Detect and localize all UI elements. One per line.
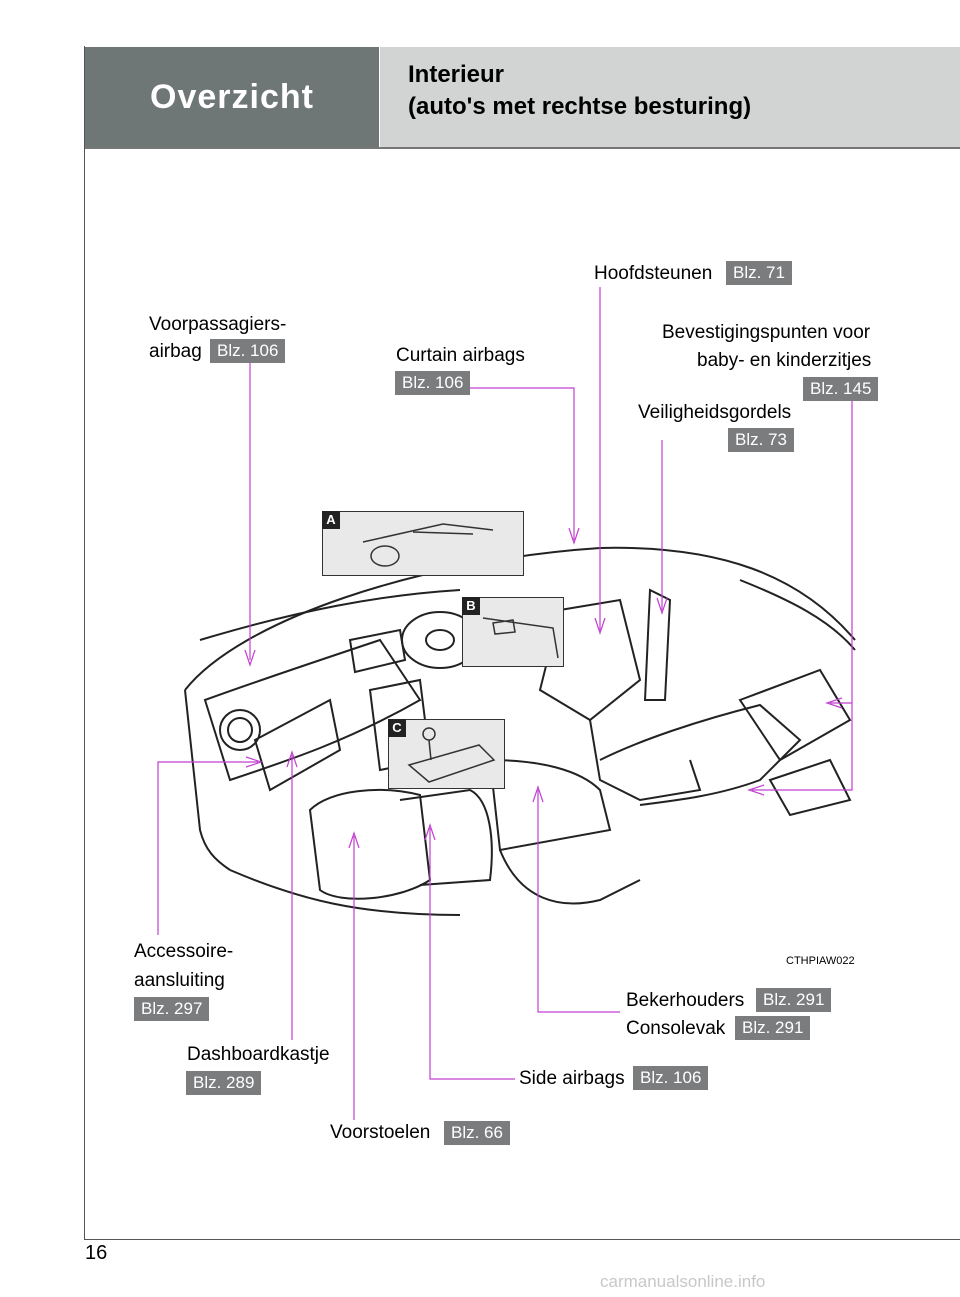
inset-b-drawing bbox=[482, 617, 559, 659]
label-headrests: Hoofdsteunen bbox=[594, 263, 713, 284]
inset-b-label: B bbox=[462, 597, 480, 615]
label-passenger-airbag-line2: airbag bbox=[149, 341, 202, 362]
inset-a-label: A bbox=[322, 511, 340, 529]
label-console-box: Consolevak bbox=[626, 1018, 726, 1039]
ref-cup-holders[interactable]: Blz. 291 bbox=[756, 988, 832, 1012]
page-title-line2: (auto's met rechtse besturing) bbox=[408, 93, 752, 120]
label-power-outlet-line1: Accessoire- bbox=[134, 941, 234, 962]
inset-c-label: C bbox=[388, 719, 406, 737]
header-divider bbox=[85, 147, 960, 149]
ref-side-airbags[interactable]: Blz. 106 bbox=[633, 1066, 709, 1090]
label-passenger-airbag-line1: Voorpassagiers- bbox=[149, 314, 287, 335]
page-header: Interieur (auto's met rechtse besturing) bbox=[380, 47, 960, 147]
label-child-seat-anchors-line2: baby- en kinderzitjes bbox=[697, 350, 872, 371]
ref-child-seat-anchors[interactable]: Blz. 145 bbox=[803, 377, 879, 401]
label-side-airbags: Side airbags bbox=[519, 1068, 625, 1089]
page-title-line1: Interieur bbox=[408, 61, 505, 88]
ref-power-outlet[interactable]: Blz. 297 bbox=[134, 997, 210, 1021]
label-seat-belts: Veiligheidsgordels bbox=[638, 402, 792, 423]
ref-headrests[interactable]: Blz. 71 bbox=[726, 261, 792, 285]
ref-curtain-airbags[interactable]: Blz. 106 bbox=[395, 371, 471, 395]
inset-a bbox=[322, 511, 524, 576]
section-tab: Overzicht bbox=[85, 47, 379, 147]
ref-passenger-airbag[interactable]: Blz. 106 bbox=[210, 339, 286, 363]
watermark: carmanualsonline.info bbox=[600, 1272, 766, 1291]
inset-a-drawing bbox=[362, 523, 494, 567]
ref-front-seats[interactable]: Blz. 66 bbox=[444, 1121, 510, 1145]
page-number: 16 bbox=[85, 1242, 108, 1264]
label-cup-holders: Bekerhouders bbox=[626, 990, 745, 1011]
figure-code: CTHPIAW022 bbox=[786, 955, 855, 967]
inset-c bbox=[388, 719, 505, 789]
label-curtain-airbags: Curtain airbags bbox=[396, 345, 525, 366]
page-frame bbox=[84, 46, 960, 1240]
ref-glovebox[interactable]: Blz. 289 bbox=[186, 1071, 262, 1095]
section-title: Overzicht bbox=[150, 77, 314, 116]
ref-console-box[interactable]: Blz. 291 bbox=[735, 1016, 811, 1040]
ref-seat-belts[interactable]: Blz. 73 bbox=[728, 428, 794, 452]
label-power-outlet-line2: aansluiting bbox=[134, 970, 225, 991]
label-glovebox: Dashboardkastje bbox=[187, 1044, 330, 1065]
inset-c-drawing bbox=[407, 727, 496, 783]
label-front-seats: Voorstoelen bbox=[330, 1122, 431, 1143]
label-child-seat-anchors-line1: Bevestigingspunten voor bbox=[662, 322, 871, 343]
